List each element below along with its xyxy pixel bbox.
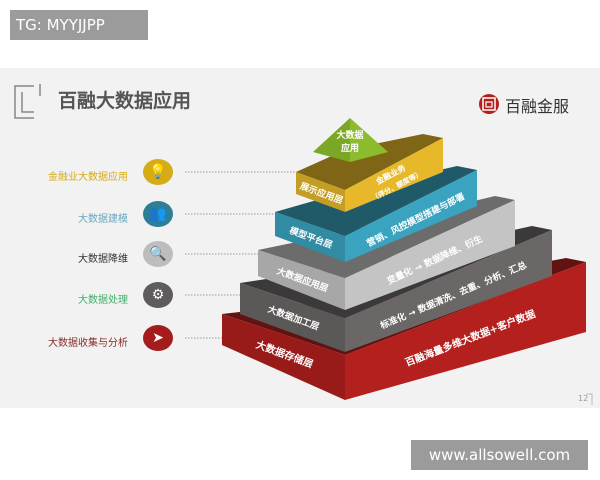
layer-ribbon-1 <box>345 170 477 262</box>
search-icon: 🔍 <box>143 241 173 267</box>
layer-left-face-3 <box>240 283 345 352</box>
layer-left-face-2 <box>258 250 345 310</box>
legend-label: 金融业大数据应用 <box>48 172 128 183</box>
apex-label-1: 大数据 <box>336 129 363 141</box>
page-number: 12 <box>578 394 588 403</box>
layer-ribbon-0 <box>345 138 443 212</box>
apex-left-face <box>313 118 350 162</box>
apex-label-2: 应用 <box>341 142 359 154</box>
lightbulb-icon: 💡 <box>143 159 173 185</box>
legend-label: 大数据降维 <box>78 254 128 265</box>
legend-label: 大数据收集与分析 <box>48 338 128 349</box>
layer-ribbon-3 <box>345 230 552 352</box>
layer-top-1 <box>275 166 477 236</box>
layer-top-0 <box>296 134 443 190</box>
connector-lines <box>185 171 295 339</box>
brand-logo-icon <box>479 94 499 114</box>
watermark-top-left: TG: MYYJJPP <box>10 10 148 40</box>
page-title: 百融大数据应用 <box>58 90 192 112</box>
legend-label: 大数据处理 <box>78 295 128 306</box>
layer-left-face-1 <box>275 212 345 262</box>
corner-bracket-icon <box>14 84 41 119</box>
layer-left-face-4 <box>222 314 345 400</box>
brand-name: 百融金服 <box>505 97 570 116</box>
users-icon: 👥 <box>143 201 173 227</box>
layer-ribbon-2 <box>345 200 515 310</box>
paper-plane-icon: ➤ <box>143 325 173 351</box>
layer-left-face-0 <box>296 172 345 212</box>
apex-right-face <box>350 118 388 162</box>
watermark-site: www.allsowell.com <box>411 440 588 470</box>
legend-label: 大数据建模 <box>78 214 128 225</box>
gear-icon: ⚙ <box>143 282 173 308</box>
page-corner <box>586 393 593 405</box>
layer-ribbon-4 <box>345 262 586 400</box>
